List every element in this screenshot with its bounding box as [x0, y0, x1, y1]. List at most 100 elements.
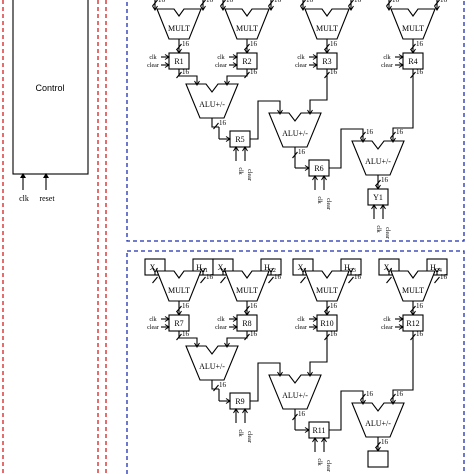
clk-input-label: clk: [297, 317, 304, 323]
clk-input-label: clk: [383, 55, 390, 61]
output-register-partial: [367, 450, 389, 468]
mult-label: MULT: [236, 286, 258, 295]
arrowhead: [224, 342, 230, 348]
clear-input-label: clear: [147, 325, 159, 331]
arrowhead: [164, 62, 170, 68]
wire: [348, 0, 354, 7]
arrowhead: [233, 146, 239, 152]
wire: [213, 122, 219, 130]
arrowhead: [242, 146, 248, 152]
arrowhead: [225, 398, 231, 404]
wire: [176, 333, 182, 341]
bus-width-label: 16: [330, 40, 338, 48]
register-r4-label: R4: [408, 57, 417, 66]
input-h2-label: H22: [264, 263, 276, 274]
wire: [360, 393, 366, 401]
bus-width-label: 16: [354, 273, 362, 281]
mult-label: MULT: [168, 286, 190, 295]
arrowhead: [220, 267, 226, 273]
mult-label: MULT: [236, 24, 258, 33]
wire: [250, 100, 281, 140]
bus-width-label: 16: [440, 0, 448, 4]
wire: [244, 43, 250, 51]
arrowhead: [312, 324, 318, 330]
arrowhead: [348, 267, 354, 273]
mult-label: MULT: [402, 24, 424, 33]
bus-width-label: 16: [381, 176, 389, 184]
arrowhead: [232, 62, 238, 68]
wire: [211, 380, 219, 390]
arrowhead: [321, 437, 327, 443]
arrowhead: [312, 316, 318, 322]
arrowhead: [194, 342, 200, 348]
arrowhead: [307, 109, 313, 115]
wire: [386, 0, 392, 7]
wire: [360, 131, 366, 139]
bus-width-label: 16: [366, 128, 374, 136]
mult-unit: [156, 8, 202, 40]
clear-input-label: clear: [215, 325, 227, 331]
wire: [324, 43, 330, 51]
control-box: [12, 0, 89, 175]
bus-width-label: 16: [392, 0, 400, 4]
clear-input-label: clear: [246, 169, 252, 181]
arrowhead: [194, 80, 200, 86]
arrowhead: [225, 136, 231, 142]
arrowhead: [232, 54, 238, 60]
arrowhead: [152, 267, 158, 273]
clear-input-label: clear: [295, 63, 307, 69]
output-y1-label: Y1: [373, 193, 383, 202]
register-r1-label: R1: [174, 57, 183, 66]
arrowhead: [200, 267, 206, 273]
arrowhead: [164, 324, 170, 330]
arrowhead: [152, 5, 158, 11]
wire: [250, 362, 281, 402]
arrowhead: [321, 175, 327, 181]
register-r6-label: R6: [314, 164, 323, 173]
wire: [348, 276, 354, 284]
bus-width-label: 16: [440, 273, 448, 281]
control-block: Control clk reset: [12, 0, 89, 203]
bus-width-label: 16: [396, 390, 404, 398]
block2: X1H211616MULT16R7clkclearX2H221616MULT16…: [144, 258, 448, 472]
wire: [211, 118, 219, 128]
wire: [309, 331, 328, 376]
wire: [200, 276, 206, 284]
bus-width-label: 16: [416, 302, 424, 310]
control-label: Control: [35, 83, 64, 93]
mult-label: MULT: [168, 24, 190, 33]
wire: [220, 0, 226, 7]
clk-input-label: clk: [237, 429, 243, 436]
wire: [329, 128, 364, 169]
input-h4-subscript: 24: [436, 268, 442, 274]
bus-width-label: 16: [250, 40, 258, 48]
input-h1-subscript: 21: [202, 268, 208, 274]
mult-unit: [390, 8, 436, 40]
arrowhead: [307, 371, 313, 377]
bus-width-label: 16: [298, 410, 306, 418]
wire: [410, 43, 416, 51]
bus-width-label: 16: [330, 302, 338, 310]
arrowhead: [398, 62, 404, 68]
arrowhead: [398, 316, 404, 322]
arrowhead: [220, 5, 226, 11]
wire: [300, 276, 306, 284]
wire: [152, 0, 158, 7]
register-r12-label: R12: [406, 319, 419, 328]
arrowhead: [232, 316, 238, 322]
wire: [213, 384, 219, 392]
wire: [226, 331, 248, 347]
wire: [292, 151, 298, 159]
arrowhead: [200, 5, 206, 11]
bus-width-label: 16: [250, 330, 258, 338]
arrowhead: [380, 204, 386, 210]
arrowhead: [268, 267, 274, 273]
control-reset-label: reset: [39, 194, 55, 203]
bus-width-label: 16: [366, 390, 374, 398]
clk-input-label: clk: [375, 225, 381, 232]
clk-input-label: clk: [217, 317, 224, 323]
register-r11-label: R11: [312, 426, 325, 435]
clk-input-label: clk: [237, 167, 243, 174]
block1-border: [126, 0, 465, 242]
alu-label: ALU+/-: [365, 419, 391, 428]
